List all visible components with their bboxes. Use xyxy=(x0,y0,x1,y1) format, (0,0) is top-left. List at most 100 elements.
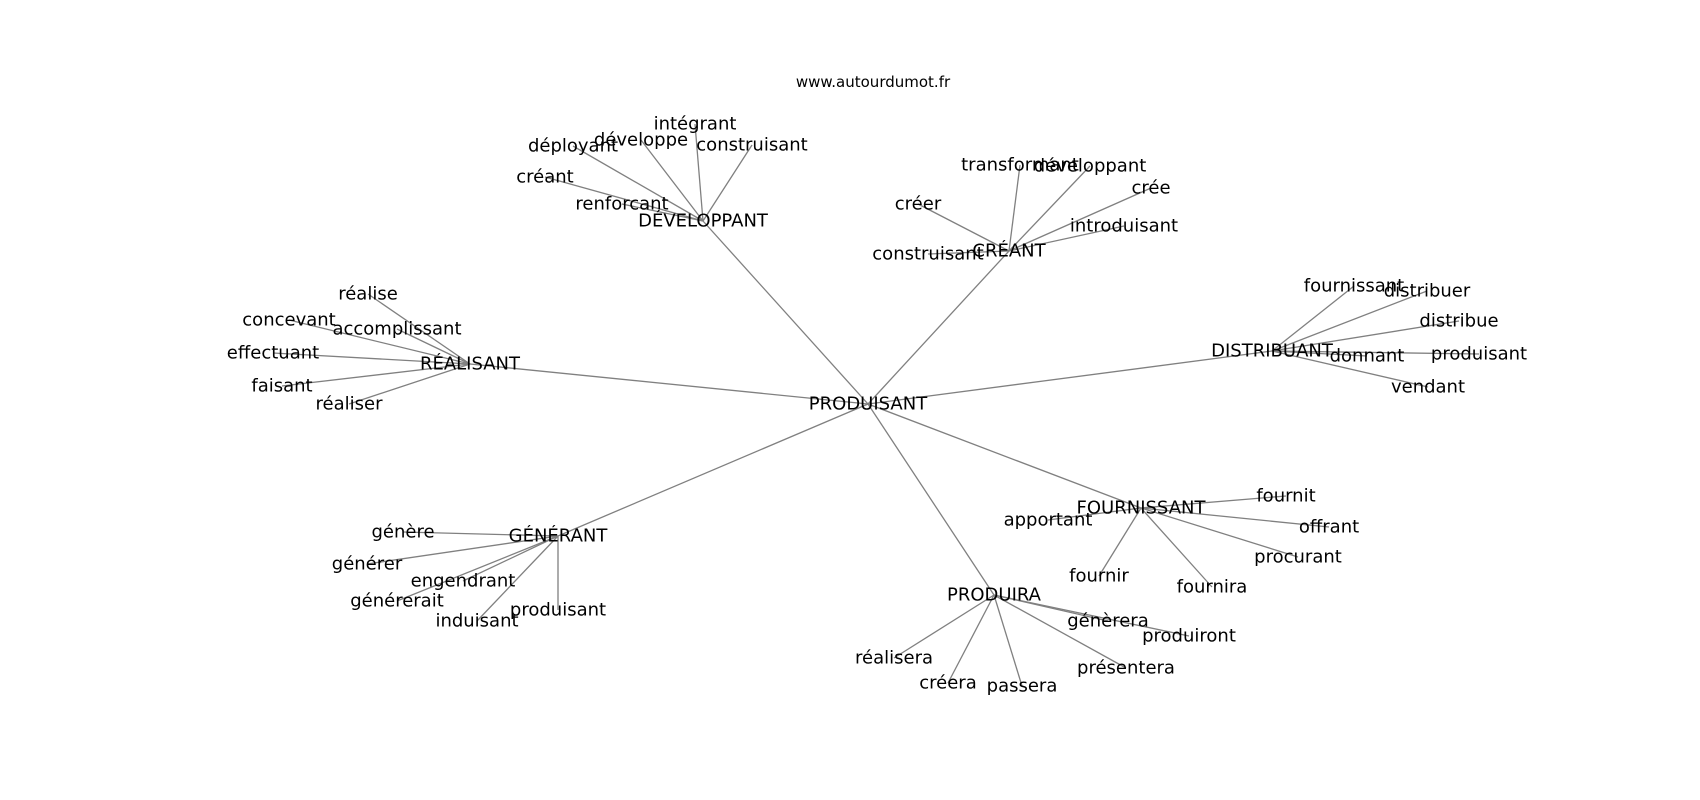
leaf-node-creant-4[interactable]: introduisant xyxy=(1070,216,1178,237)
leaf-node-creant-5[interactable]: construisant xyxy=(872,244,983,265)
leaf-node-creant-3[interactable]: créer xyxy=(895,194,942,215)
edge-center-generant xyxy=(557,403,869,537)
leaf-node-generant-1[interactable]: générer xyxy=(332,554,403,575)
edge-produira-2 xyxy=(893,594,995,659)
leaf-node-creant-1[interactable]: développant xyxy=(1034,156,1147,177)
leaf-node-produira-1[interactable]: produiront xyxy=(1142,626,1236,647)
leaf-node-fournissant-4[interactable]: fournir xyxy=(1069,566,1129,587)
leaf-node-generant-3[interactable]: générerait xyxy=(350,591,444,612)
edge-produira-1 xyxy=(993,594,1190,637)
edge-realisant-5 xyxy=(348,363,471,405)
edge-realisant-4 xyxy=(281,363,471,387)
leaf-node-developpant-1[interactable]: déployant xyxy=(528,136,618,157)
edge-developpant-2 xyxy=(640,139,704,222)
leaf-node-creant-0[interactable]: transformant xyxy=(961,155,1079,176)
edge-produira-4 xyxy=(947,594,995,684)
hub-node-developpant[interactable]: DÉVELOPPANT xyxy=(638,210,769,232)
edge-developpant-0 xyxy=(694,123,704,222)
edge-fournissant-5 xyxy=(1140,507,1213,588)
leaf-node-produira-4[interactable]: créera xyxy=(919,673,976,694)
edge-center-distribuant xyxy=(867,350,1273,405)
leaf-node-distribuant-5[interactable]: vendant xyxy=(1391,377,1465,398)
leaf-node-generant-2[interactable]: engendrant xyxy=(411,571,516,592)
edge-realisant-0 xyxy=(367,293,471,365)
leaf-node-distribuant-0[interactable]: fournissant xyxy=(1304,276,1405,297)
hub-node-produira[interactable]: PRODUIRA xyxy=(947,585,1042,606)
center-node[interactable]: PRODUISANT xyxy=(809,394,928,415)
site-url: www.autourdumot.fr xyxy=(796,73,951,91)
leaf-node-realisant-1[interactable]: concevant xyxy=(242,310,335,331)
edge-realisant-2 xyxy=(396,328,471,365)
edge-center-produira xyxy=(867,403,995,596)
leaf-node-generant-5[interactable]: produisant xyxy=(510,600,606,621)
edge-produira-5 xyxy=(993,594,1023,687)
edge-creant-2 xyxy=(1008,187,1152,252)
hub-node-fournissant[interactable]: FOURNISSANT xyxy=(1077,498,1207,519)
leaf-node-distribuant-3[interactable]: donnant xyxy=(1330,346,1405,367)
edge-creant-5 xyxy=(927,250,1010,255)
leaf-node-fournissant-5[interactable]: fournira xyxy=(1177,577,1248,598)
edge-produira-3 xyxy=(993,594,1127,669)
edge-center-realisant xyxy=(469,363,869,405)
edge-realisant-3 xyxy=(272,352,471,365)
edge-generant-4 xyxy=(476,535,559,622)
edge-center-fournissant xyxy=(867,403,1142,509)
hub-node-distribuant[interactable]: DISTRIBUANT xyxy=(1211,341,1334,362)
edge-center-developpant xyxy=(702,220,869,405)
leaf-node-generant-0[interactable]: génère xyxy=(371,522,434,543)
graph-edges xyxy=(272,123,1480,687)
edge-fournissant-4 xyxy=(1098,507,1142,577)
leaf-node-developpant-4[interactable]: créant xyxy=(516,167,573,188)
edge-center-creant xyxy=(867,250,1010,405)
leaf-node-fournissant-2[interactable]: offrant xyxy=(1299,517,1359,538)
edge-distribuant-0 xyxy=(1271,285,1355,352)
edge-fournissant-2 xyxy=(1140,507,1330,528)
leaf-node-produira-5[interactable]: passera xyxy=(987,676,1058,697)
leaf-node-developpant-2[interactable]: développe xyxy=(594,130,688,151)
leaf-node-creant-2[interactable]: crée xyxy=(1131,178,1170,199)
leaf-node-produira-0[interactable]: génèrera xyxy=(1067,611,1149,632)
leaf-node-developpant-0[interactable]: intégrant xyxy=(654,114,737,135)
edge-creant-3 xyxy=(917,203,1010,252)
leaf-node-realisant-4[interactable]: faisant xyxy=(251,376,312,397)
leaf-node-distribuant-4[interactable]: produisant xyxy=(1431,344,1527,365)
leaf-node-developpant-3[interactable]: construisant xyxy=(696,135,807,156)
leaf-node-distribuant-1[interactable]: distribuer xyxy=(1384,281,1471,302)
leaf-node-produira-2[interactable]: réalisera xyxy=(855,648,933,669)
edge-fournissant-0 xyxy=(1140,495,1287,509)
edge-developpant-3 xyxy=(702,144,753,222)
edge-distribuant-2 xyxy=(1271,320,1460,352)
edge-developpant-1 xyxy=(572,145,704,222)
leaf-node-produira-3[interactable]: présentera xyxy=(1077,658,1175,679)
leaf-node-distribuant-2[interactable]: distribue xyxy=(1419,311,1498,332)
hub-node-creant[interactable]: CRÉANT xyxy=(972,240,1046,262)
leaf-node-fournissant-3[interactable]: procurant xyxy=(1254,547,1342,568)
hub-node-realisant[interactable]: RÉALISANT xyxy=(420,353,521,375)
leaf-node-fournissant-0[interactable]: fournit xyxy=(1256,486,1315,507)
leaf-node-generant-4[interactable]: induisant xyxy=(435,611,518,632)
edge-creant-1 xyxy=(1008,165,1091,252)
leaf-node-developpant-5[interactable]: renforcant xyxy=(575,194,668,215)
edge-fournissant-1 xyxy=(1047,507,1142,521)
edge-developpant-5 xyxy=(621,203,704,222)
edge-realisant-1 xyxy=(288,319,471,365)
edge-creant-0 xyxy=(1008,164,1021,252)
edge-generant-2 xyxy=(462,535,559,582)
edge-distribuant-4 xyxy=(1271,350,1480,355)
hub-node-generant[interactable]: GÉNÉRANT xyxy=(509,525,609,547)
edge-generant-3 xyxy=(396,535,559,602)
leaf-node-realisant-0[interactable]: réalise xyxy=(338,284,398,305)
edge-generant-1 xyxy=(366,535,559,565)
leaf-node-realisant-3[interactable]: effectuant xyxy=(227,343,319,364)
edge-fournissant-3 xyxy=(1140,507,1299,558)
edge-distribuant-1 xyxy=(1271,290,1428,352)
leaf-node-fournissant-1[interactable]: apportant xyxy=(1004,510,1093,531)
edge-generant-0 xyxy=(402,531,559,537)
leaf-node-realisant-5[interactable]: réaliser xyxy=(316,394,384,415)
graph-labels: PRODUISANTDÉVELOPPANTintégrantdéployantd… xyxy=(227,114,1527,697)
edge-distribuant-5 xyxy=(1271,350,1429,388)
edge-developpant-4 xyxy=(544,176,704,222)
leaf-node-realisant-2[interactable]: accomplissant xyxy=(332,319,461,340)
edge-creant-4 xyxy=(1008,225,1125,252)
